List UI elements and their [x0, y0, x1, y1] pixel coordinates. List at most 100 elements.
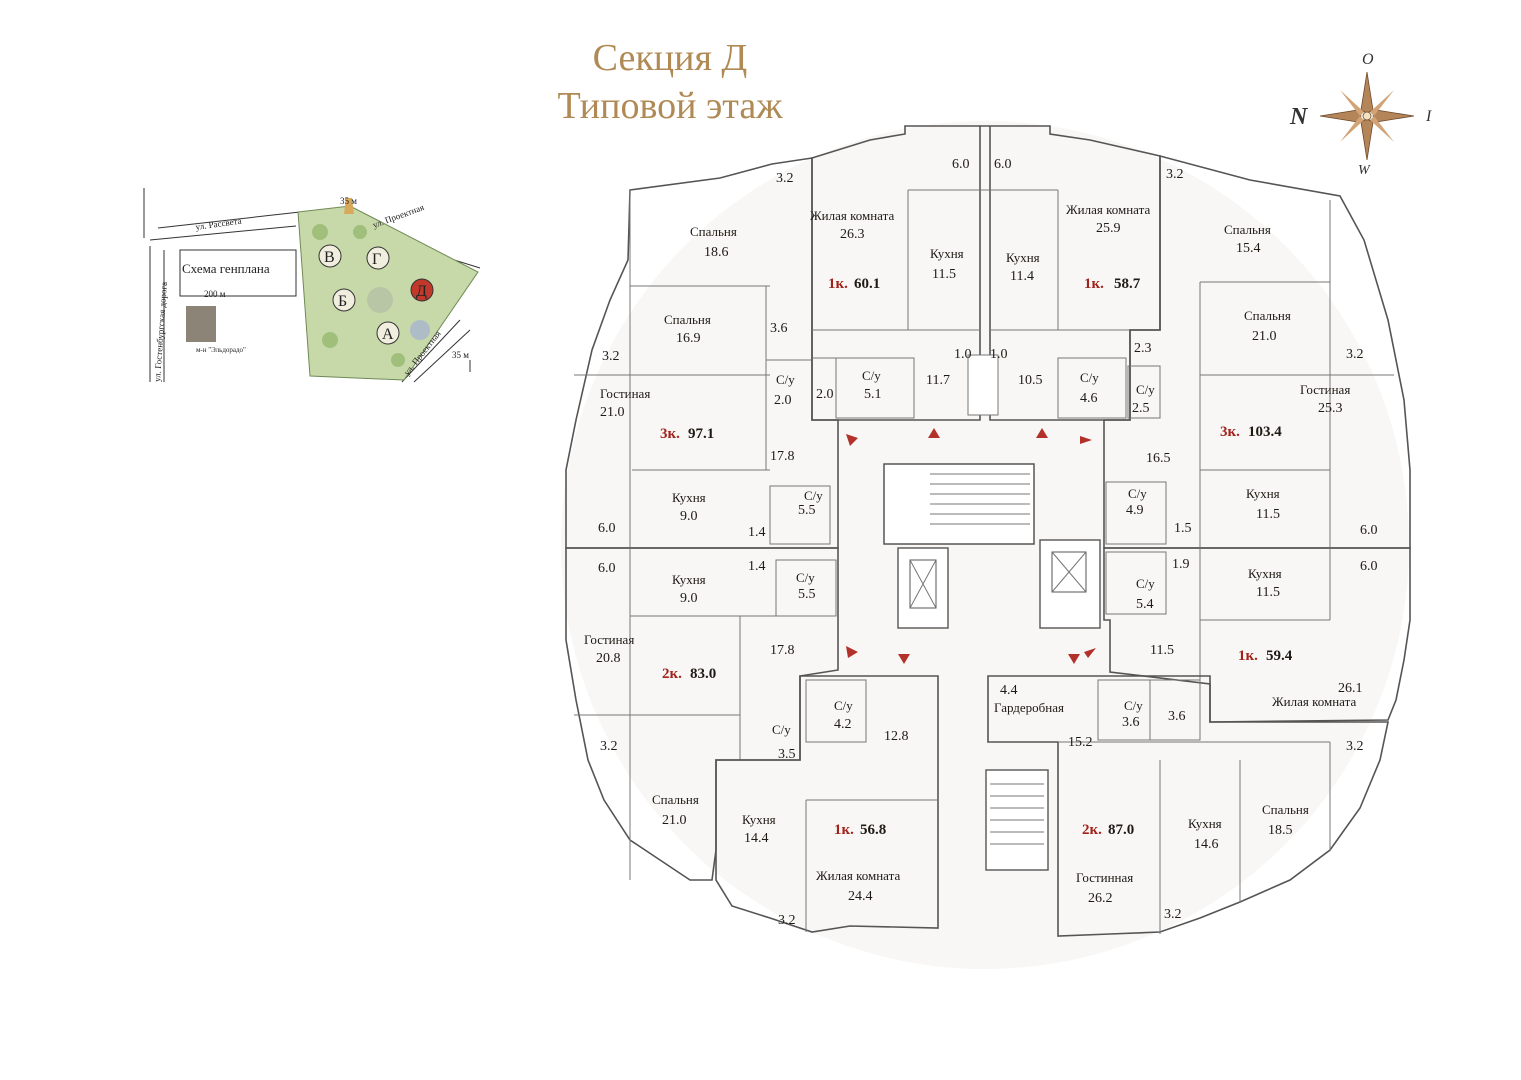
- room-area: 10.5: [1018, 373, 1043, 388]
- room-area: 11.5: [1256, 585, 1280, 600]
- distance-35-bottom: 35 м: [452, 350, 469, 360]
- apartment-3k-103[interactable]: [1103, 154, 1411, 549]
- room-area: 3.2: [1164, 907, 1182, 922]
- apt-1k-59-type: 1к.: [1238, 648, 1258, 664]
- apartment-2k-83[interactable]: [565, 547, 839, 881]
- room-area: 11.5: [1150, 643, 1174, 658]
- room-area: 21.0: [662, 813, 687, 828]
- apartment-2k-87[interactable]: [987, 675, 1389, 937]
- apt-3k-97-area: 97.1: [688, 426, 714, 442]
- room-area: 12.8: [884, 729, 909, 744]
- room-area: 17.8: [770, 449, 795, 464]
- apt-2k-87-area: 87.0: [1108, 822, 1134, 838]
- apartment-1k-56[interactable]: [715, 675, 939, 933]
- room-area: 15.2: [1068, 735, 1093, 750]
- room-area: 24.4: [848, 889, 873, 904]
- room-area: 11.5: [932, 267, 956, 282]
- room-area: 16.5: [1146, 451, 1171, 466]
- room-area: 3.6: [1122, 715, 1140, 730]
- street-rassveta: ул. Рассвета: [195, 216, 242, 232]
- room-area: 9.0: [680, 509, 698, 524]
- apt-2k-83-type: 2к.: [662, 666, 682, 682]
- apartment-1k-59[interactable]: [1103, 547, 1411, 723]
- room-area: 6.0: [1360, 523, 1378, 538]
- room-area: 6.0: [598, 561, 616, 576]
- entry-arrows: [846, 428, 1096, 664]
- compass-i-label: I: [1425, 108, 1432, 125]
- room-label: Кухня: [672, 490, 706, 505]
- site-section-a: А: [382, 326, 394, 343]
- room-label: С/у: [804, 488, 823, 503]
- site-section-d: Д: [416, 283, 427, 300]
- room-label: Кухня: [930, 246, 964, 261]
- apt-1k-58-area: 58.7: [1114, 276, 1141, 292]
- room-area: 9.0: [680, 591, 698, 606]
- room-area: 6.0: [1360, 559, 1378, 574]
- room-label: Спальня: [1244, 308, 1291, 323]
- room-label: Гостиная: [584, 632, 634, 647]
- room-area: 3.2: [1346, 347, 1364, 362]
- room-area: 14.6: [1194, 837, 1219, 852]
- room-area: 1.5: [1174, 521, 1192, 536]
- room-area: 26.2: [1088, 891, 1113, 906]
- apt-2k-87-type: 2к.: [1082, 822, 1102, 838]
- room-label: Кухня: [742, 812, 776, 827]
- room-area: 1.0: [954, 347, 972, 362]
- room-area: 11.4: [1010, 269, 1034, 284]
- room-area: 3.2: [1166, 167, 1184, 182]
- room-area: 4.2: [834, 717, 852, 732]
- site-plan-label: Схема генплана: [182, 261, 270, 276]
- room-label: Спальня: [690, 224, 737, 239]
- room-area: 4.6: [1080, 391, 1098, 406]
- room-area: 21.0: [600, 405, 625, 420]
- room-label: Кухня: [1188, 816, 1222, 831]
- room-label: Гостиная: [600, 386, 650, 401]
- building-outline: [561, 121, 1409, 969]
- room-area: 1.0: [990, 347, 1008, 362]
- apt-1k-56-area: 56.8: [860, 822, 886, 838]
- room-area: 3.6: [1168, 709, 1186, 724]
- apt-3k-103-area: 103.4: [1248, 424, 1282, 440]
- room-area: 3.6: [770, 321, 788, 336]
- room-area: 3.2: [778, 913, 796, 928]
- room-label: Кухня: [1246, 486, 1280, 501]
- room-label: Гардеробная: [994, 700, 1064, 715]
- room-label: С/у: [796, 570, 815, 585]
- apt-3k-103-type: 3к.: [1220, 424, 1240, 440]
- compass-n-label: N: [1289, 104, 1309, 130]
- room-area: 3.5: [778, 747, 796, 762]
- room-area: 3.2: [776, 171, 794, 186]
- room-label: С/у: [772, 722, 791, 737]
- site-plan: В Г Б Д А Схема генплана ул. Рассвета ул…: [143, 188, 481, 383]
- room-area: 5.5: [798, 503, 816, 518]
- compass-w-label: W: [1358, 163, 1371, 178]
- room-label: С/у: [776, 372, 795, 387]
- room-label: С/у: [862, 368, 881, 383]
- room-label: Гостиная: [1300, 382, 1350, 397]
- room-area: 25.3: [1318, 401, 1343, 416]
- room-area: 5.1: [864, 387, 882, 402]
- room-area: 26.3: [840, 227, 865, 242]
- room-label: С/у: [1124, 698, 1143, 713]
- room-label: Гостинная: [1076, 870, 1133, 885]
- room-label: Спальня: [1262, 802, 1309, 817]
- room-area: 18.5: [1268, 823, 1293, 838]
- room-area: 14.4: [744, 831, 769, 846]
- distance-35-top: 35 м: [340, 196, 357, 206]
- room-label: Жилая комната: [816, 868, 900, 883]
- room-area: 2.5: [1132, 401, 1150, 416]
- room-area: 1.4: [748, 559, 766, 574]
- floor-title: Типовой этаж: [557, 85, 783, 127]
- street-road: ул. Гостенбургская дорога: [152, 281, 169, 382]
- room-label: Жилая комната: [1272, 694, 1356, 709]
- room-area: 3.2: [600, 739, 618, 754]
- room-area: 6.0: [598, 521, 616, 536]
- site-section-v: В: [324, 249, 335, 266]
- site-section-g: Г: [372, 251, 381, 268]
- site-section-b: Б: [338, 293, 347, 310]
- room-label: Жилая комната: [810, 208, 894, 223]
- room-label: С/у: [1080, 370, 1099, 385]
- apt-3k-97-type: 3к.: [660, 426, 680, 442]
- room-area: 18.6: [704, 245, 729, 260]
- room-label: Жилая комната: [1066, 202, 1150, 217]
